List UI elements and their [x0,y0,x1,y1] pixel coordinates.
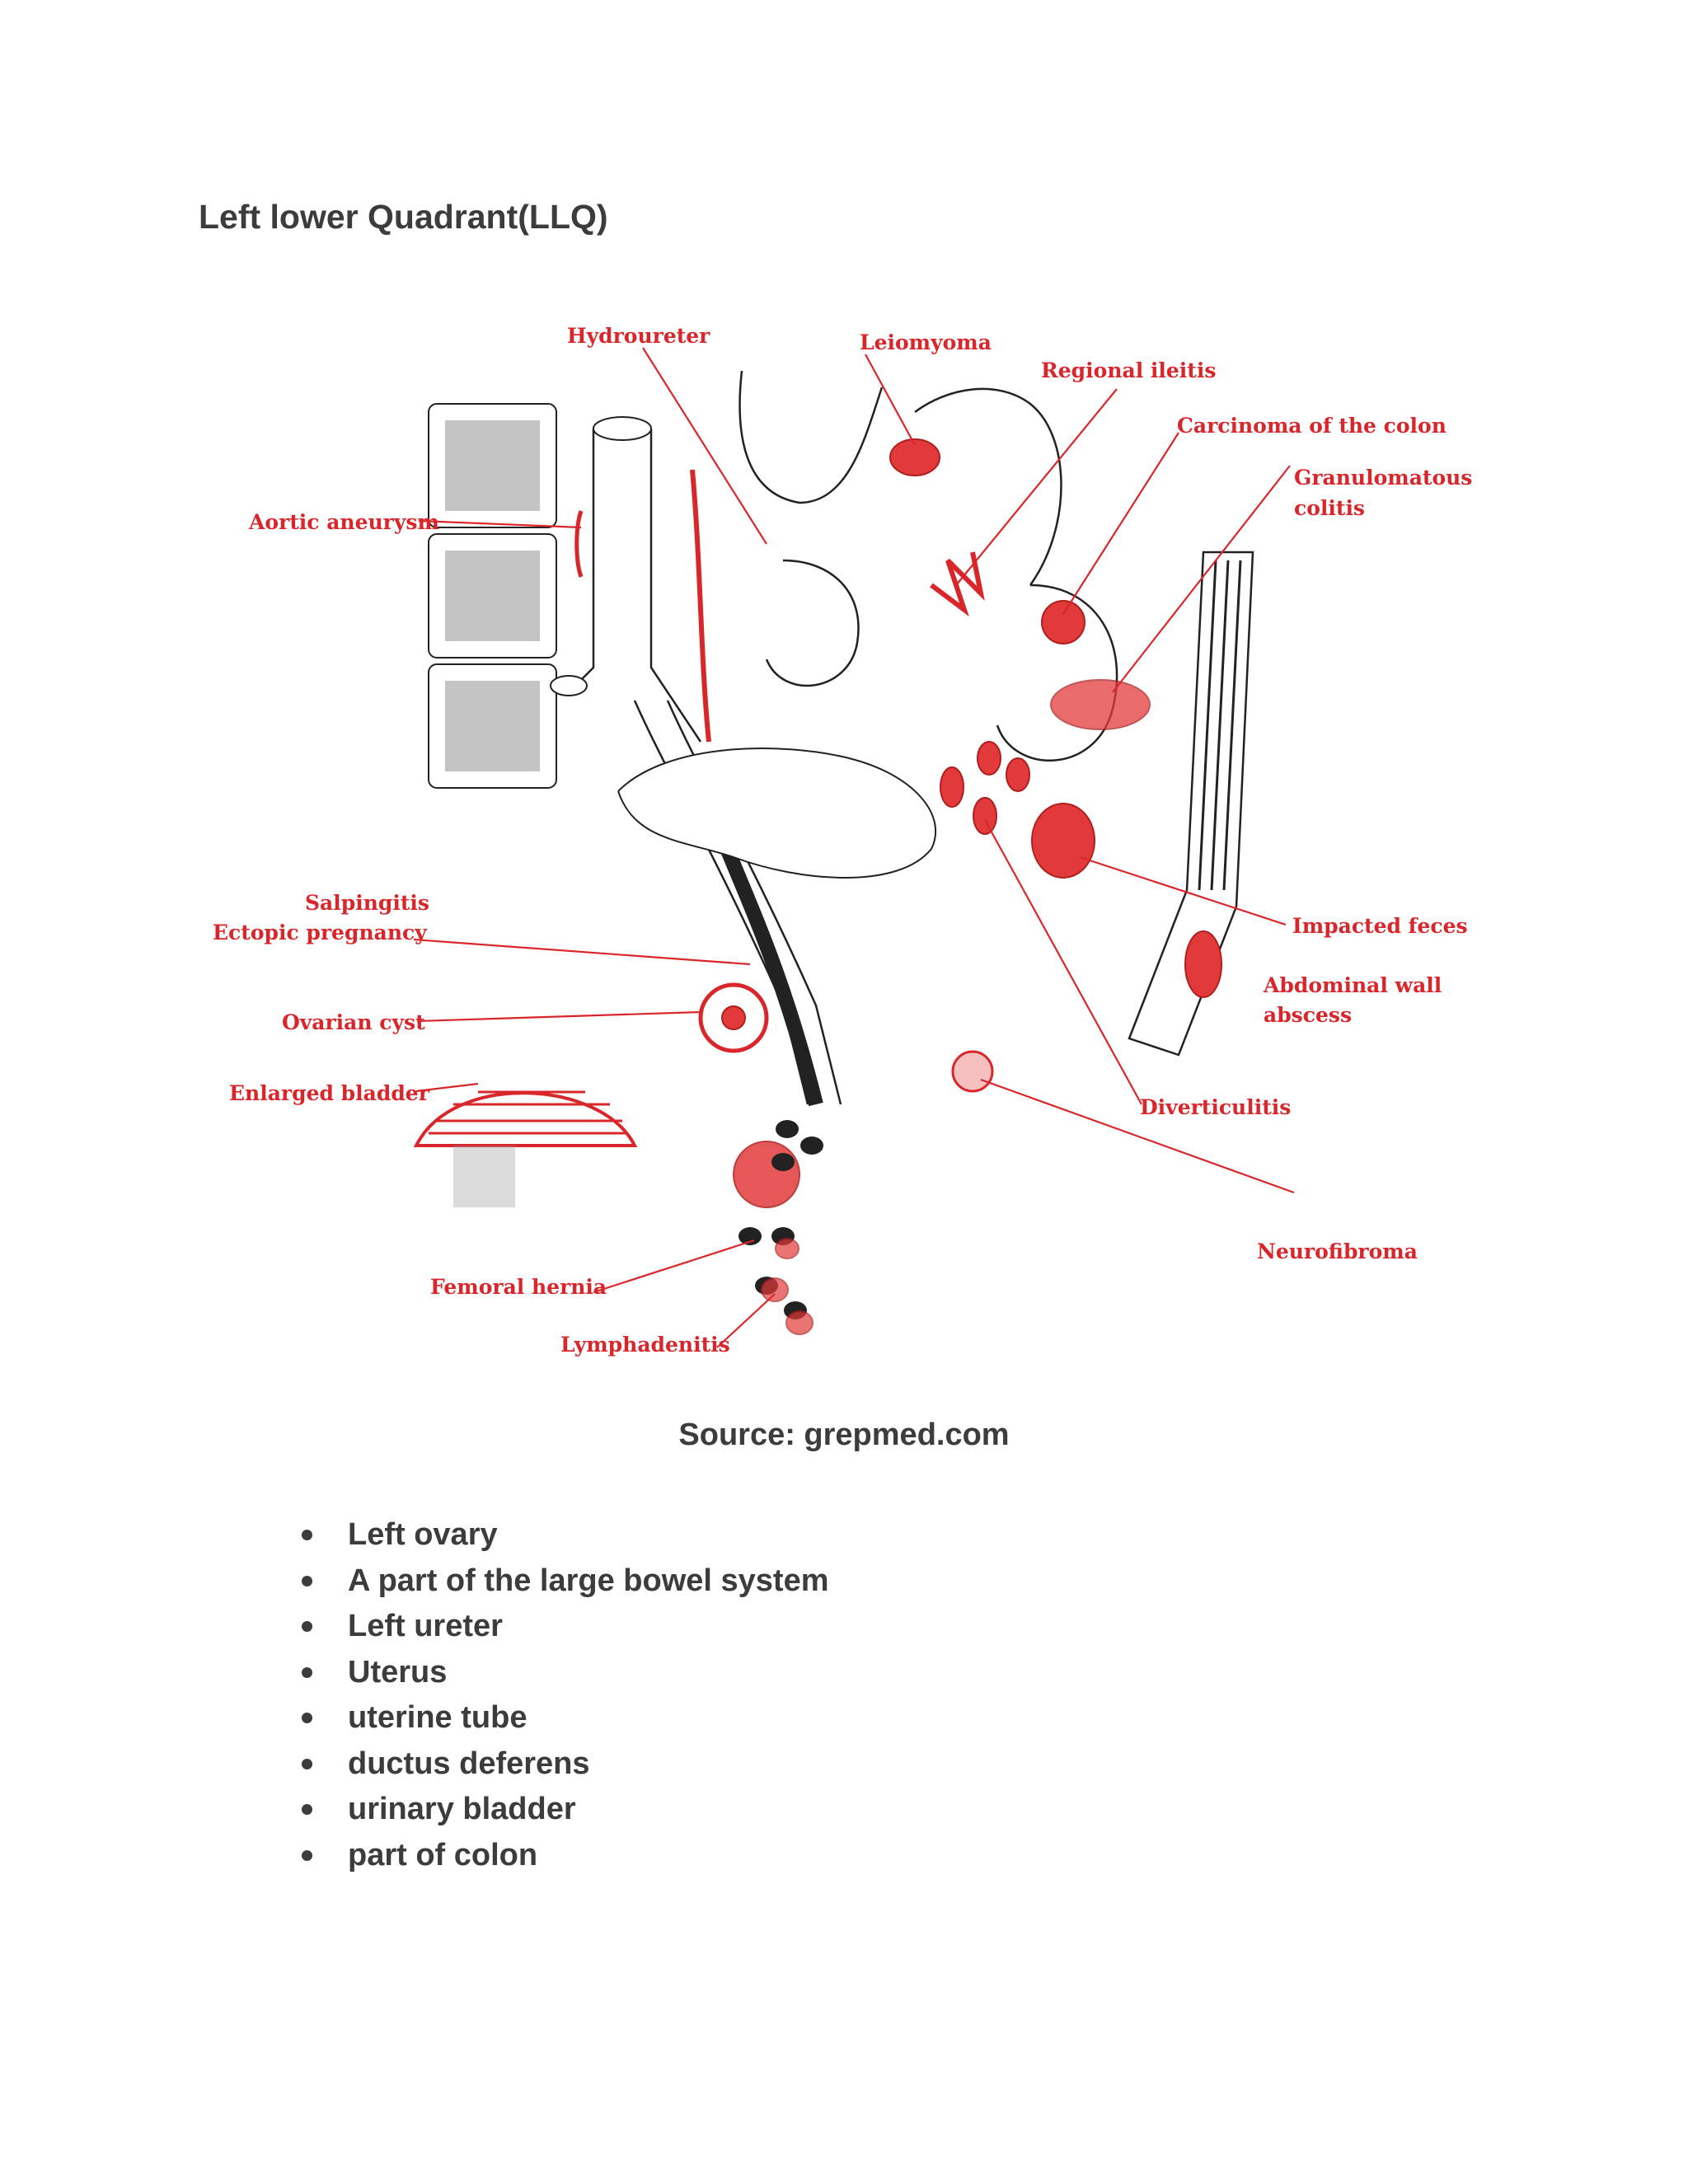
list-item: Left ovary [297,1512,829,1558]
label-granulomatous-colitis-1: Granulomatous [1294,466,1472,490]
label-aortic-aneurysm: Aortic aneurysm [248,510,439,534]
ureter [690,469,711,743]
list-item: A part of the large bowel system [297,1558,829,1605]
label-regional-ileitis: Regional ileitis [1041,359,1216,382]
bullet-icon [302,1530,312,1540]
neurofibroma-lesion [951,1050,994,1093]
impacted-feces-lesion [1031,803,1095,879]
bullet-icon [302,1758,312,1769]
label-ectopic-pregnancy: Ectopic pregnancy [213,921,428,944]
label-diverticulitis: Diverticulitis [1140,1095,1291,1119]
list-item: Left ureter [297,1604,829,1650]
bullet-icon [302,1849,312,1861]
llq-anatomy-illustration: Hydroureter Leiomyoma Regional ileitis C… [206,313,1475,1393]
label-granulomatous-colitis-2: colitis [1294,496,1365,520]
label-femoral-hernia: Femoral hernia [430,1275,607,1299]
list-item: urinary bladder [297,1787,829,1833]
bullet-list: Left ovary A part of the large bowel sys… [297,1512,829,1878]
label-enlarged-bladder: Enlarged bladder [229,1081,430,1105]
label-leiomyoma: Leiomyoma [860,330,992,354]
label-salpingitis: Salpingitis [305,891,429,915]
lymph-nodes [738,1120,823,1335]
list-item: uterine tube [297,1695,829,1741]
bullet-icon [302,1575,312,1586]
list-item: part of colon [297,1833,829,1879]
leiomyoma-lesion [889,438,940,476]
page-title: Left lower Quadrant(LLQ) [199,198,608,236]
abdominal-wall-abscess-lesion [1184,930,1222,998]
anatomy-drawing: Hydroureter Leiomyoma Regional ileitis C… [213,324,1472,1357]
label-ovarian-cyst: Ovarian cyst [282,1010,425,1034]
label-neurofibroma: Neurofibroma [1257,1240,1418,1263]
bowel-loops [617,370,1118,879]
abdominal-wall [1128,551,1254,1057]
bladder [413,1090,638,1207]
list-item: ductus deferens [297,1741,829,1788]
leader-lines [413,347,1295,1348]
granulomatous-colitis-lesion [1050,679,1151,730]
label-carcinoma-colon: Carcinoma of the colon [1177,414,1447,438]
regional-ileitis-lesion [930,551,985,617]
carcinoma-lesion [1041,600,1085,644]
label-impacted-feces: Impacted feces [1292,914,1468,938]
femoral-hernia-lesion [733,1141,800,1208]
diverticulitis-lesion [973,797,997,835]
aorta [550,416,702,743]
bullet-icon [302,1621,312,1632]
label-hydroureter: Hydroureter [567,324,710,348]
source-caption: Source: grepmed.com [678,1418,1010,1452]
label-lymphadenitis: Lymphadenitis [560,1333,730,1357]
list-item: Uterus [297,1650,829,1696]
bullet-icon [302,1713,312,1723]
label-abdominal-wall-1: Abdominal wall [1263,973,1442,997]
label-abdominal-wall-2: abscess [1264,1003,1352,1027]
vertebral-column [428,403,557,789]
bullet-icon [302,1804,312,1815]
bullet-icon [302,1666,312,1678]
